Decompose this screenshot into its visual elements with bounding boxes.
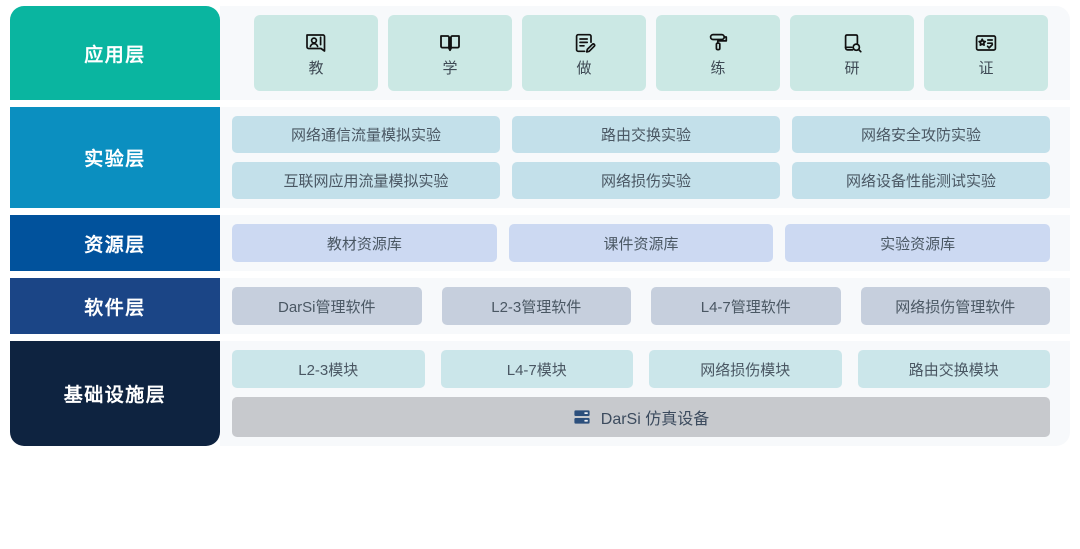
app-tile-label: 研 <box>844 60 860 78</box>
application-tile-group: 教 学 <box>232 15 1050 91</box>
layer-content-application: 教 学 <box>220 6 1070 100</box>
layer-label-experiment: 实验层 <box>10 107 220 208</box>
software-chip[interactable]: L2-3管理软件 <box>441 287 631 325</box>
layer-content-software: DarSi管理软件 L2-3管理软件 L4-7管理软件 网络损伤管理软件 <box>220 278 1070 334</box>
open-book-icon <box>435 28 465 58</box>
layer-row-experiment: 实验层 网络通信流量模拟实验 路由交换实验 网络安全攻防实验 互联网应用流量模拟… <box>10 107 1070 208</box>
app-tile-label: 做 <box>576 60 592 78</box>
infrastructure-module-chip[interactable]: 路由交换模块 <box>857 350 1050 388</box>
app-tile-certify[interactable]: 证 <box>924 15 1048 91</box>
layer-row-resource: 资源层 教材资源库 课件资源库 实验资源库 <box>10 215 1070 271</box>
resource-chip[interactable]: 教材资源库 <box>232 224 497 262</box>
darsi-device-label: DarSi 仿真设备 <box>600 411 710 428</box>
resource-chip-group: 教材资源库 课件资源库 实验资源库 <box>232 224 1051 262</box>
layer-label-software: 软件层 <box>10 278 220 334</box>
app-tile-practice[interactable]: 练 <box>656 15 780 91</box>
app-tile-label: 证 <box>978 60 994 78</box>
layer-row-application: 应用层 教 <box>10 6 1070 100</box>
infrastructure-module-group: L2-3模块 L4-7模块 网络损伤模块 路由交换模块 <box>232 350 1050 388</box>
infrastructure-module-chip[interactable]: L2-3模块 <box>232 350 425 388</box>
resource-chip[interactable]: 课件资源库 <box>508 224 774 262</box>
software-chip-group: DarSi管理软件 L2-3管理软件 L4-7管理软件 网络损伤管理软件 <box>232 287 1050 325</box>
experiment-chip[interactable]: 网络安全攻防实验 <box>792 116 1050 153</box>
experiment-chip[interactable]: 网络设备性能测试实验 <box>792 162 1050 199</box>
app-tile-research[interactable]: 研 <box>790 15 914 91</box>
software-chip[interactable]: L4-7管理软件 <box>651 287 841 325</box>
app-tile-do[interactable]: 做 <box>522 15 646 91</box>
darsi-device-bar[interactable]: DarSi 仿真设备 <box>232 397 1050 437</box>
layer-content-experiment: 网络通信流量模拟实验 路由交换实验 网络安全攻防实验 互联网应用流量模拟实验 网… <box>220 107 1070 208</box>
layer-label-resource: 资源层 <box>10 215 220 271</box>
infrastructure-module-chip[interactable]: L4-7模块 <box>440 350 633 388</box>
app-tile-label: 学 <box>442 60 458 78</box>
infrastructure-module-chip[interactable]: 网络损伤模块 <box>649 350 842 388</box>
teaching-presentation-icon <box>301 28 331 58</box>
experiment-row-2: 互联网应用流量模拟实验 网络损伤实验 网络设备性能测试实验 <box>232 162 1050 199</box>
resource-chip[interactable]: 实验资源库 <box>785 224 1051 262</box>
server-rack-icon <box>573 408 591 426</box>
layer-content-resource: 教材资源库 课件资源库 实验资源库 <box>220 215 1070 271</box>
certificate-check-icon <box>971 28 1001 58</box>
paint-roller-icon <box>703 28 733 58</box>
layer-label-infrastructure: 基础设施层 <box>10 341 220 446</box>
layer-row-software: 软件层 DarSi管理软件 L2-3管理软件 L4-7管理软件 网络损伤管理软件 <box>10 278 1070 334</box>
app-tile-label: 练 <box>710 60 726 78</box>
layer-row-infrastructure: 基础设施层 L2-3模块 L4-7模块 网络损伤模块 路由交换模块 DarSi <box>10 341 1070 446</box>
experiment-row-1: 网络通信流量模拟实验 路由交换实验 网络安全攻防实验 <box>232 116 1050 153</box>
experiment-chip[interactable]: 网络通信流量模拟实验 <box>232 116 500 153</box>
experiment-chip[interactable]: 路由交换实验 <box>512 116 780 153</box>
layer-content-infrastructure: L2-3模块 L4-7模块 网络损伤模块 路由交换模块 DarSi 仿真设备 <box>220 341 1070 446</box>
layer-label-application: 应用层 <box>10 6 220 100</box>
document-edit-icon <box>569 28 599 58</box>
app-tile-teach[interactable]: 教 <box>254 15 378 91</box>
app-tile-learn[interactable]: 学 <box>388 15 512 91</box>
document-search-icon <box>837 28 867 58</box>
app-tile-label: 教 <box>308 60 324 78</box>
experiment-chip[interactable]: 互联网应用流量模拟实验 <box>232 162 500 199</box>
software-chip[interactable]: 网络损伤管理软件 <box>860 287 1050 325</box>
software-chip[interactable]: DarSi管理软件 <box>232 287 422 325</box>
experiment-chip[interactable]: 网络损伤实验 <box>512 162 780 199</box>
